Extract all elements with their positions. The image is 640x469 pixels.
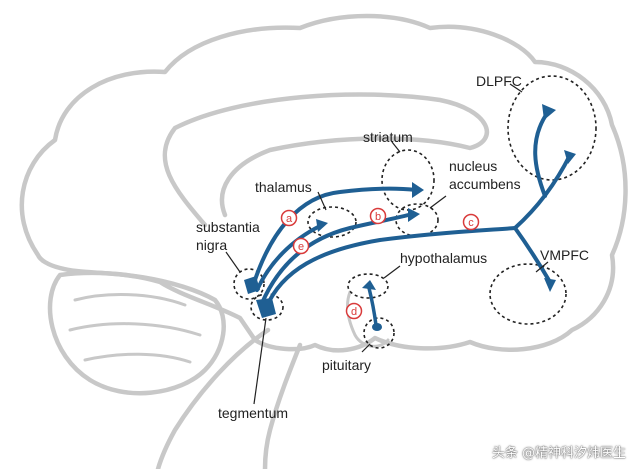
leader-lines bbox=[225, 83, 549, 405]
thalamus-terminal bbox=[316, 219, 328, 232]
vmpfc-leader bbox=[535, 261, 549, 273]
tuberoinfundibular-pathway bbox=[367, 286, 378, 327]
brainstem-outline bbox=[155, 327, 303, 469]
striatum-leader bbox=[391, 141, 401, 153]
marker-b-circle bbox=[369, 207, 387, 225]
substantia-nigra-leader bbox=[225, 251, 241, 273]
vmpfc-label: VMPFC bbox=[540, 247, 589, 263]
hypothalamus-label: hypothalamus bbox=[400, 250, 487, 266]
brain-outline bbox=[19, 13, 628, 469]
substantia-nigra-region bbox=[233, 268, 265, 300]
dlpfc-terminal-lower bbox=[564, 150, 576, 164]
marker-a-circle bbox=[280, 209, 298, 227]
cerebrum-outline bbox=[19, 13, 628, 353]
accumbens-leader bbox=[429, 195, 447, 209]
marker-e: e bbox=[298, 241, 304, 253]
nucleus-label: nucleus bbox=[449, 158, 497, 174]
substantia-label: substantia bbox=[196, 219, 260, 235]
thalamus-region bbox=[307, 206, 357, 238]
pathway-nodes bbox=[244, 104, 576, 331]
vmpfc-region bbox=[489, 263, 567, 325]
pituitary-label: pituitary bbox=[322, 357, 371, 373]
thalamus-leader bbox=[317, 191, 327, 211]
cerebellum-folia bbox=[68, 293, 202, 364]
tegmentum-label: tegmentum bbox=[218, 405, 288, 421]
mesocortical-pathway bbox=[264, 226, 517, 310]
marker-e-circle bbox=[292, 237, 310, 255]
nigrostriatal-pathway bbox=[251, 186, 418, 288]
pituitary-leader bbox=[361, 343, 371, 353]
marker-c-circle bbox=[462, 213, 480, 231]
watermark: 头条 @精神科汐炜医生 bbox=[491, 446, 626, 461]
dlpfc-label: DLPFC bbox=[476, 73, 522, 89]
pituitary-stalk-outline bbox=[346, 290, 390, 348]
hypothalamus-terminal bbox=[362, 280, 376, 290]
striatum-label: striatum bbox=[363, 129, 413, 145]
pituitary-terminal bbox=[372, 323, 382, 331]
striatum-region bbox=[381, 149, 435, 211]
tegmentum-leader bbox=[253, 317, 267, 405]
hypothalamus-region bbox=[347, 273, 389, 299]
nigra-label: nigra bbox=[196, 237, 227, 253]
dlpfc-terminal-upper bbox=[542, 104, 556, 120]
marker-b: b bbox=[375, 211, 381, 223]
pituitary-region bbox=[363, 317, 395, 349]
substantia-nigra-node bbox=[244, 276, 260, 294]
dlpfc-branch bbox=[513, 110, 572, 230]
marker-d: d bbox=[351, 306, 357, 318]
region-labels: DLPFC striatum nucleus accumbens thalamu… bbox=[196, 73, 589, 421]
vmpfc-terminal bbox=[544, 278, 556, 292]
mesolimbic-pathway bbox=[260, 212, 414, 305]
marker-c: c bbox=[468, 217, 474, 229]
dlpfc-leader bbox=[509, 83, 523, 93]
cerebellum-outline bbox=[47, 270, 226, 396]
thalamic-pathway bbox=[255, 224, 322, 292]
tegmentum-node bbox=[256, 298, 276, 318]
corpus-callosum-outline bbox=[162, 92, 490, 228]
nucleus-accumbens-region bbox=[395, 203, 439, 237]
dlpfc-region bbox=[507, 75, 597, 181]
accumbens-terminal bbox=[408, 208, 420, 222]
marker-d-circle bbox=[345, 302, 363, 320]
marker-a: a bbox=[286, 213, 293, 225]
accumbens-label: accumbens bbox=[449, 176, 521, 192]
thalamus-label: thalamus bbox=[255, 179, 312, 195]
dopamine-pathways bbox=[251, 110, 572, 327]
hypothalamus-leader bbox=[383, 265, 401, 279]
striatum-terminal bbox=[412, 182, 424, 198]
pathway-markers: a b c d e bbox=[280, 207, 480, 320]
vmpfc-branch bbox=[513, 226, 552, 284]
